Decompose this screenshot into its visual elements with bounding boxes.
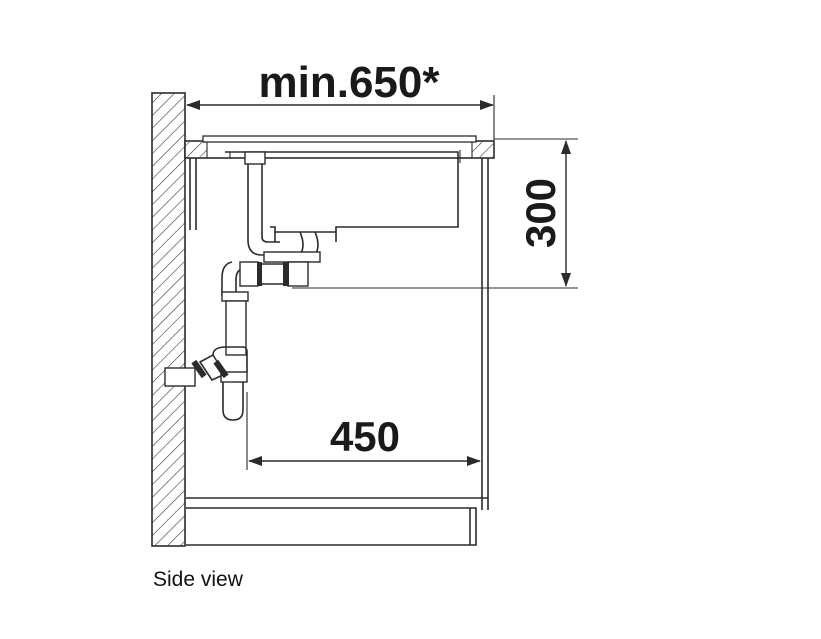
countertop	[184, 135, 495, 159]
dimension-drain-depth: 450	[246, 392, 481, 470]
trap	[164, 346, 248, 421]
overflow-pipe	[244, 151, 337, 256]
caption: Side view	[153, 568, 243, 591]
drain-dimension-label: 450	[330, 413, 400, 460]
cabinet	[186, 158, 489, 546]
dimension-height: 300	[292, 138, 578, 289]
dimension-width: min.650*	[186, 58, 495, 140]
waste-fittings	[221, 251, 321, 356]
height-dimension-label: 300	[517, 178, 564, 248]
sink-bowl	[225, 150, 461, 233]
wall	[151, 92, 186, 547]
width-dimension-label: min.650*	[259, 58, 441, 107]
